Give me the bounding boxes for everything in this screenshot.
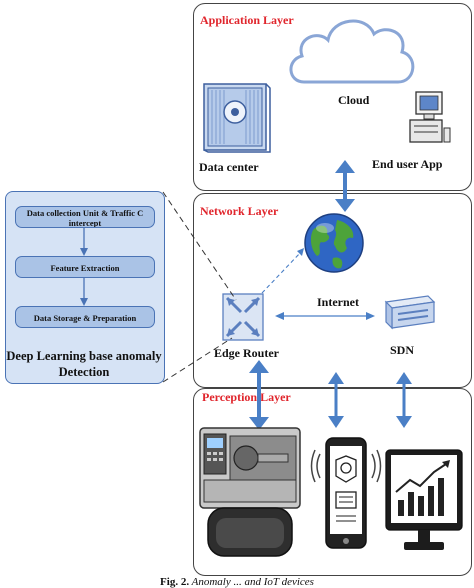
deep-learning-panel: Data collection Unit & Traffic C interce… xyxy=(5,191,165,384)
app-network-arrow xyxy=(335,160,355,212)
sdn-label: SDN xyxy=(390,343,415,357)
perception-layer-title: Perception Layer xyxy=(202,390,291,404)
data-center-label: Data center xyxy=(199,160,259,174)
internet-label: Internet xyxy=(317,295,359,309)
monitor-chart-icon xyxy=(385,449,463,550)
cloud-label: Cloud xyxy=(338,93,370,107)
computer-icon xyxy=(409,91,451,143)
deep-learning-title: Deep Learning base anomaly Detection xyxy=(6,349,162,379)
application-layer-title: Application Layer xyxy=(200,13,294,27)
end-user-app-label: End user App xyxy=(372,157,443,171)
router-sdn-arrow xyxy=(275,312,375,320)
sdn-switch-icon xyxy=(384,295,436,330)
caption-text: Anomaly ... and IoT devices xyxy=(191,576,314,588)
server-rack-icon xyxy=(203,83,271,153)
step-data-storage: Data Storage & Preparation xyxy=(15,306,155,328)
cloud-icon xyxy=(289,19,415,84)
figure-caption: Fig. 2. Anomaly ... and IoT devices xyxy=(0,576,474,588)
globe-icon xyxy=(304,213,364,273)
edge-router-label: Edge Router xyxy=(214,346,279,360)
step-data-collection: Data collection Unit & Traffic C interce… xyxy=(15,206,155,228)
cnc-machine-icon xyxy=(199,427,301,557)
router-icon xyxy=(222,293,264,341)
caption-prefix: Fig. 2. xyxy=(160,576,190,588)
step-feature-extraction: Feature Extraction xyxy=(15,256,155,278)
network-perception-arrows xyxy=(249,360,412,430)
smartphone-icon xyxy=(310,437,382,549)
network-layer-title: Network Layer xyxy=(200,204,279,218)
